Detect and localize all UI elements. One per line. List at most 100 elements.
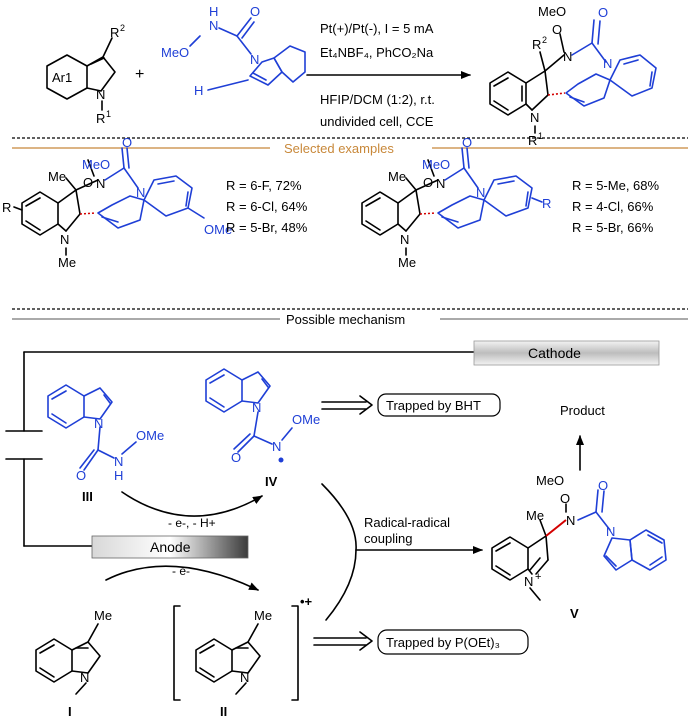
right-indoline-n: N xyxy=(400,232,409,247)
V-o-ether: O xyxy=(560,491,570,506)
nh-n: N xyxy=(209,18,218,33)
trapped-bht-box xyxy=(377,393,501,417)
V-n-plus: N xyxy=(524,574,533,589)
right-meo: MeO xyxy=(422,157,450,172)
compound-V: MeO O Me N O N N + V xyxy=(491,473,667,621)
product-r1-sup: 1 xyxy=(538,131,543,141)
trapped-bht-text: Trapped by BHT xyxy=(386,398,481,413)
compound-I: Me N I xyxy=(35,608,112,719)
III-ome: OMe xyxy=(136,428,164,443)
r2-label: R xyxy=(110,25,119,40)
left-example-1: R = 6-F, 72% xyxy=(226,178,302,193)
left-ome: OMe xyxy=(204,222,232,237)
compound-III: N O N H OMe III xyxy=(47,384,164,504)
right-example-3: R = 5-Br, 66% xyxy=(572,220,654,235)
condition-line-2: Et₄NBF₄, PhCO₂Na xyxy=(320,45,434,60)
coupling-line-1: Radical-radical xyxy=(364,515,450,530)
left-meo: MeO xyxy=(82,157,110,172)
mechanism-header: Possible mechanism xyxy=(286,312,405,327)
product-r2-sup: 2 xyxy=(542,35,547,45)
III-label: III xyxy=(82,489,93,504)
V-indole-n: N xyxy=(606,524,615,539)
II-charge: •+ xyxy=(300,594,313,609)
left-r: R xyxy=(2,200,11,215)
reactant-indole: Ar1 R 2 N R 1 xyxy=(46,23,125,126)
right-me: Me xyxy=(388,169,406,184)
nh-h: H xyxy=(209,4,218,19)
V-label: V xyxy=(570,606,579,621)
example-left-structure: MeO O O N Me R N N Me OMe xyxy=(2,135,232,270)
r1-label: R xyxy=(96,111,105,126)
reactant-carboxamide: N H MeO O N H xyxy=(161,4,306,98)
condition-line-3: HFIP/DCM (1:2), r.t. xyxy=(320,92,435,107)
ring-label: Ar1 xyxy=(52,70,72,85)
left-carbonyl-o: O xyxy=(122,135,132,150)
IV-radical-dot xyxy=(278,457,284,463)
left-indoline-n: N xyxy=(60,232,69,247)
III-indole-n: N xyxy=(94,416,103,431)
carbonyl-o: O xyxy=(250,4,260,19)
II-n: N xyxy=(240,670,249,685)
product-amide-n: N xyxy=(563,49,572,64)
left-me: Me xyxy=(48,169,66,184)
step2-label: - e- xyxy=(172,564,190,578)
meo-label: MeO xyxy=(161,45,189,60)
condition-line-4: undivided cell, CCE xyxy=(320,114,434,129)
product-o-ether: O xyxy=(552,22,562,37)
r2-sup: 2 xyxy=(120,23,125,33)
selected-examples-header: Selected examples xyxy=(284,141,394,156)
right-amide-n: N xyxy=(436,176,445,191)
cathode-label: Cathode xyxy=(528,345,581,361)
c2-h: H xyxy=(194,83,203,98)
right-n-me: Me xyxy=(398,255,416,270)
left-example-3: R = 5-Br, 48% xyxy=(226,220,308,235)
right-example-1: R = 5-Me, 68% xyxy=(572,178,660,193)
coupling-line-2: coupling xyxy=(364,531,412,546)
V-plus-charge: + xyxy=(535,571,541,583)
indole-n: N xyxy=(96,87,105,102)
II-me: Me xyxy=(254,608,272,623)
indole-n: N xyxy=(250,52,259,67)
left-example-2: R = 6-Cl, 64% xyxy=(226,199,308,214)
left-o-ether: O xyxy=(83,175,93,190)
IV-label: IV xyxy=(265,474,278,489)
product-r1: R xyxy=(528,133,537,148)
V-me: Me xyxy=(526,508,544,523)
V-amide-n: N xyxy=(566,513,575,528)
right-r: R xyxy=(542,196,551,211)
left-n-me: Me xyxy=(58,255,76,270)
I-label: I xyxy=(68,704,72,719)
product-indole-n: N xyxy=(603,56,612,71)
compound-IV: N O N OMe IV xyxy=(205,368,320,489)
right-o-ether: O xyxy=(423,175,433,190)
right-carbonyl-o: O xyxy=(462,135,472,150)
III-nh-n: N xyxy=(114,454,123,469)
product-carbonyl-o: O xyxy=(598,5,608,20)
product-indoline-n: N xyxy=(530,110,539,125)
I-me: Me xyxy=(94,608,112,623)
left-indole-n: N xyxy=(136,185,145,200)
right-indole-n: N xyxy=(476,185,485,200)
anode-label: Anode xyxy=(150,539,191,555)
IV-carbonyl-o: O xyxy=(231,450,241,465)
V-carbonyl-o: O xyxy=(598,478,608,493)
product-meo: MeO xyxy=(538,4,566,19)
r1-sup: 1 xyxy=(106,109,111,119)
condition-line-1: Pt(+)/Pt(-), I = 5 mA xyxy=(320,21,434,36)
IV-radical-n: N xyxy=(272,439,281,454)
IV-ome: OMe xyxy=(292,412,320,427)
product-label: Product xyxy=(560,403,605,418)
compound-II: Me N •+ II xyxy=(173,594,313,719)
plus-sign: + xyxy=(135,66,144,83)
II-label: II xyxy=(220,704,227,719)
right-example-2: R = 4-Cl, 66% xyxy=(572,199,654,214)
III-carbonyl-o: O xyxy=(76,468,86,483)
IV-indole-n: N xyxy=(252,400,261,415)
anode-electrode xyxy=(91,535,249,559)
trapped-poet-text: Trapped by P(OEt)₃ xyxy=(386,635,500,650)
product-r2: R xyxy=(532,37,541,52)
example-right-structure: MeO O O N Me N R N Me xyxy=(361,135,551,270)
cathode-electrode xyxy=(473,340,660,366)
product-structure: MeO O O R 2 N N N R 1 xyxy=(489,4,657,148)
